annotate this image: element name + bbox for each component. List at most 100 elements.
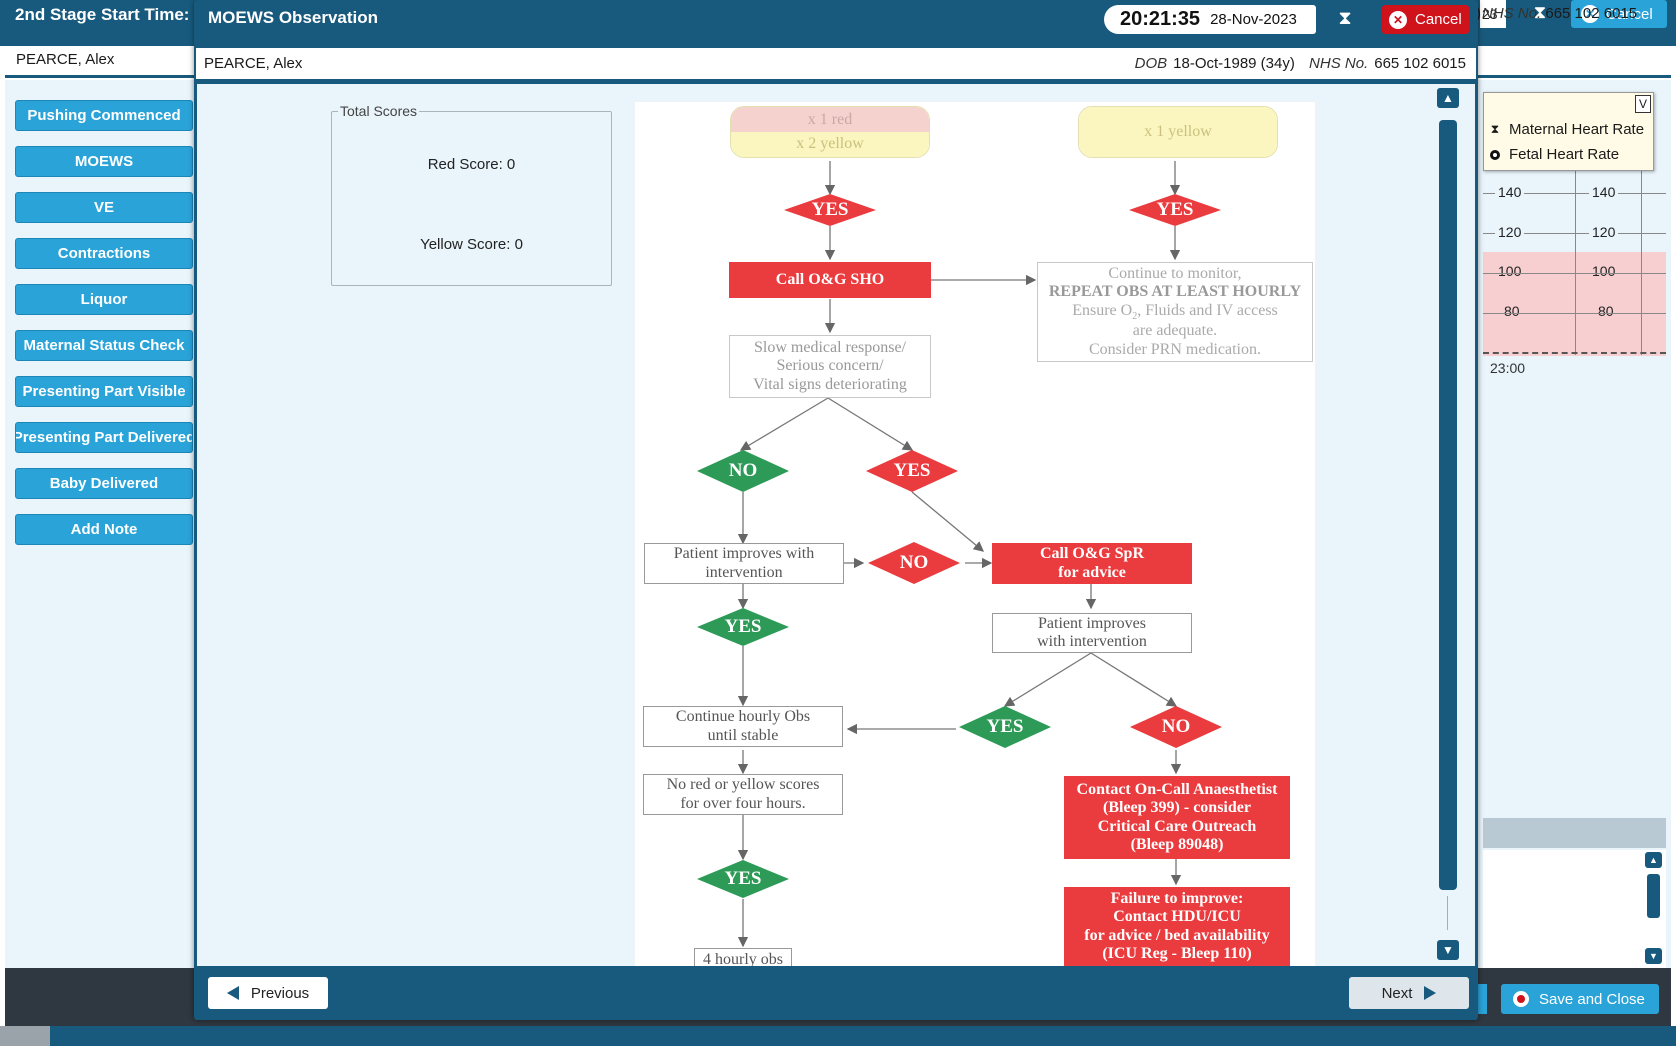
y-tick-80-b: 80 <box>1595 303 1617 319</box>
baby-delivered-button[interactable]: Baby Delivered <box>15 468 193 499</box>
no-label: NO <box>728 460 758 481</box>
gridline-80 <box>1483 313 1666 314</box>
patient-identifiers: DOB 18-Oct-1989 (34y) NHS No. 665 102 6015 <box>1135 55 1466 72</box>
continue-monitor-line2: REPEAT OBS AT LEAST HOURLY <box>1048 283 1302 301</box>
slow-response-line2: Serious concern/ <box>776 357 884 375</box>
hourglass-marker-icon: ⧗ <box>1490 122 1500 136</box>
presenting-part-visible-button[interactable]: Presenting Part Visible <box>15 376 193 407</box>
scroll-up-icon[interactable]: ▲ <box>1437 88 1459 108</box>
circle-marker-icon <box>1490 149 1500 160</box>
patient-improves-box: Patient improves with intervention <box>644 543 844 584</box>
background-cancel-label: Cancel <box>1606 5 1653 23</box>
legend-item-fetal[interactable]: Fetal Heart Rate <box>1490 146 1619 163</box>
no-scores-line1: No red or yellow scores <box>666 776 820 794</box>
dob-label: DOB <box>1134 55 1168 72</box>
y-tick-140-a: 140 <box>1495 184 1525 200</box>
cancel-icon: ✕ <box>1389 10 1407 29</box>
no-scores-box: No red or yellow scores for over four ho… <box>643 774 843 815</box>
scroll-down-icon[interactable]: ▼ <box>1645 948 1662 964</box>
dob-value: 18-Oct-1989 (34y) <box>1173 55 1295 72</box>
background-bracket: ) <box>1476 5 1481 22</box>
failure-line2: Contact HDU/ICU <box>1113 908 1241 926</box>
background-cancel-button[interactable]: ✕ Cancel <box>1571 0 1667 28</box>
decision-no <box>1130 706 1222 748</box>
failure-to-improve-box: Failure to improve: Contact HDU/ICU for … <box>1064 887 1290 966</box>
total-scores-legend: Total Scores <box>338 103 420 119</box>
arrow-right-icon <box>1424 986 1437 1000</box>
cancel-button[interactable]: ✕ Cancel <box>1382 5 1469 34</box>
background-scrollbar[interactable]: ▲ ▼ <box>1645 852 1662 964</box>
four-hourly-box: 4 hourly obs <box>694 948 792 966</box>
y-tick-120-a: 120 <box>1495 224 1525 240</box>
previous-button[interactable]: Previous <box>208 977 328 1009</box>
continue-hourly-box: Continue hourly Obs until stable <box>643 706 843 747</box>
escalation-flowchart: x 1 red x 2 yellow x 1 yellow YES YES NO… <box>635 102 1315 966</box>
arrow-left-icon <box>226 986 239 1000</box>
decision-yes <box>784 194 876 226</box>
next-button[interactable]: Next <box>1349 977 1469 1009</box>
time-gridline <box>1575 150 1576 355</box>
scroll-thumb[interactable] <box>1439 120 1457 890</box>
no-label: NO <box>1161 716 1191 737</box>
liquor-button[interactable]: Liquor <box>15 284 193 315</box>
background-patient-name: PEARCE, Alex <box>16 51 115 68</box>
contractions-button[interactable]: Contractions <box>15 238 193 269</box>
yes-label: YES <box>724 616 762 637</box>
gridline-120 <box>1483 233 1666 234</box>
observation-date[interactable]: 28-Nov-2023 <box>1210 11 1297 28</box>
maternal-status-check-button[interactable]: Maternal Status Check <box>15 330 193 361</box>
nhs-value: 665 102 6015 <box>1374 55 1466 72</box>
hourglass-icon[interactable]: ⧗ <box>1533 2 1547 22</box>
scroll-down-icon[interactable]: ▼ <box>1437 940 1459 960</box>
failure-line1: Failure to improve: <box>1110 890 1244 907</box>
moews-button[interactable]: MOEWS <box>15 146 193 177</box>
background-nhs-number: 665 102 6015 <box>1545 5 1638 22</box>
failure-line4: (ICU Reg - Bleep 110) <box>1102 945 1252 963</box>
hourglass-icon[interactable]: ⧗ <box>1338 8 1352 29</box>
trigger-yellow: x 2 yellow <box>731 132 929 157</box>
scroll-up-icon[interactable]: ▲ <box>1645 852 1662 868</box>
legend-toggle-button[interactable]: V <box>1635 95 1651 113</box>
yes-label: YES <box>811 199 849 220</box>
next-label: Next <box>1381 984 1413 1002</box>
dialog-body: Total Scores Red Score: 0 Yellow Score: … <box>197 84 1475 966</box>
save-and-close-button[interactable]: Save and Close <box>1501 984 1659 1014</box>
yes-label: YES <box>893 460 931 481</box>
call-spr-box: Call O&G SpR for advice <box>992 543 1192 584</box>
legend-item-maternal[interactable]: ⧗ Maternal Heart Rate <box>1490 121 1644 138</box>
decision-yes <box>697 860 789 898</box>
background-nhs: NHS No. 665 102 6015 <box>1482 5 1637 22</box>
observation-time[interactable]: 20:21:35 <box>1120 8 1201 30</box>
slow-response-line3: Vital signs deteriorating <box>753 375 907 393</box>
flowchart-scrollbar[interactable]: ▲ ▼ <box>1437 88 1459 962</box>
patient-improves-line2: intervention <box>705 563 783 581</box>
patient-improves-b-line1: Patient improves <box>1038 614 1146 632</box>
scroll-track[interactable] <box>1447 896 1448 930</box>
y-tick-120-b: 120 <box>1589 224 1619 240</box>
gridline-100 <box>1483 273 1666 274</box>
previous-label: Previous <box>250 984 310 1002</box>
presenting-part-delivered-button[interactable]: Presenting Part Delivered <box>15 422 193 453</box>
trigger-single-yellow: x 1 yellow <box>1079 107 1277 157</box>
add-note-button[interactable]: Add Note <box>15 514 193 545</box>
chart-legend: V ⧗ Maternal Heart Rate Fetal Heart Rate <box>1483 92 1654 171</box>
y-tick-100-a: 100 <box>1495 263 1525 279</box>
continue-monitor-box: Continue to monitor, REPEAT OBS AT LEAST… <box>1037 262 1313 362</box>
patient-banner: PEARCE, Alex DOB 18-Oct-1989 (34y) NHS No… <box>196 48 1476 82</box>
patient-improves-line1: Patient improves with <box>673 545 815 563</box>
chart-threshold-line <box>1483 352 1666 354</box>
time-gridline <box>1641 150 1642 355</box>
datetime-picker[interactable]: 20:21:35 28-Nov-2023 <box>1104 5 1316 34</box>
pushing-commenced-button[interactable]: Pushing Commenced <box>15 100 193 131</box>
ve-button[interactable]: VE <box>15 192 193 223</box>
red-yellow-trigger: x 1 red x 2 yellow <box>730 106 930 158</box>
background-nhs-label: NHS No. <box>1482 5 1542 22</box>
nhs-label: NHS No. <box>1309 55 1369 72</box>
legend-maternal-label: Maternal Heart Rate <box>1509 121 1645 138</box>
anaesthetist-box: Contact On-Call Anaesthetist (Bleep 399)… <box>1064 776 1290 859</box>
anaesthetist-line1: Contact On-Call Anaesthetist <box>1076 780 1278 798</box>
background-bottom-edge <box>0 1026 50 1046</box>
y-tick-140-b: 140 <box>1589 184 1619 200</box>
patient-name: PEARCE, Alex <box>204 55 303 72</box>
scroll-thumb[interactable] <box>1647 874 1660 918</box>
